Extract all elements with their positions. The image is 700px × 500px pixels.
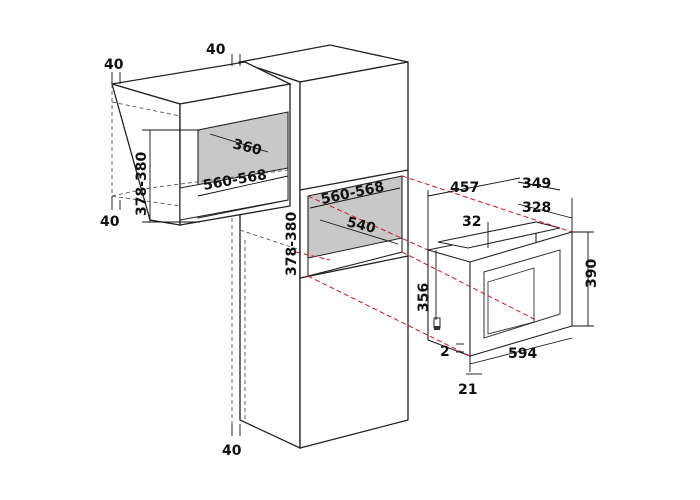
oven-depth-total-label: 457 [450,180,479,196]
alignment-lines [295,175,573,357]
oven-body-height-label: 356 [416,283,432,312]
oven-height-label: 390 [584,259,600,288]
oven-frame-label: 21 [458,382,477,398]
tall-top-gap-label: 40 [206,42,226,58]
wall-depth-label: 360 [231,136,263,159]
wall-bottom-gap-label: 40 [100,214,120,230]
oven-width-label: 594 [508,346,537,362]
tall-depth-label: 540 [345,214,377,237]
oven-depth-body-label: 349 [522,176,551,192]
oven-frame-offset-label: 32 [462,214,481,230]
oven-depth-inner-label: 328 [522,200,551,216]
wall-cabinet [111,61,293,226]
built-in-oven [427,221,573,357]
dimension-lines [111,54,594,436]
oven-window [483,249,561,339]
wall-top-gap-label: 40 [104,57,124,73]
wall-height-label: 378-380 [134,151,150,216]
tall-bottom-gap-label: 40 [222,443,242,459]
tall-height-label: 378-380 [284,211,300,276]
oven-foot-label: 2 [440,344,450,360]
